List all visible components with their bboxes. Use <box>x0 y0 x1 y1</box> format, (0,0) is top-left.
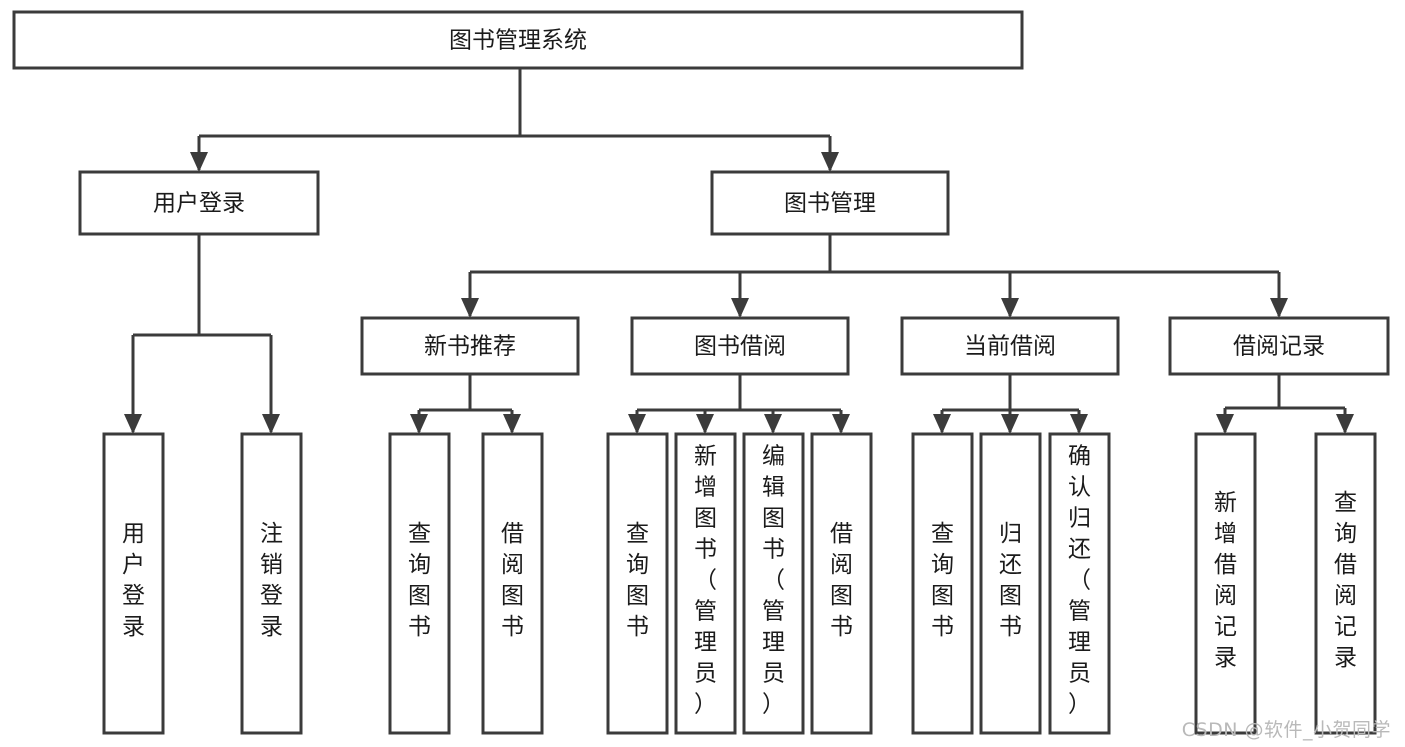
arrow-head-icon <box>731 298 749 318</box>
node-box-book-borrow[interactable] <box>630 316 850 376</box>
node-box-leaf-logout[interactable] <box>240 432 303 735</box>
connectors-layer <box>124 68 1354 434</box>
node-box-user-login[interactable] <box>78 170 320 236</box>
node-box-book-manage[interactable] <box>710 170 950 236</box>
node-box-leaf-add-book[interactable] <box>674 432 737 735</box>
leaf-node-leaf-borrow-book[interactable]: 借阅图书 <box>810 432 873 735</box>
arrow-head-icon <box>821 152 839 172</box>
node-label-current-borrow: 当前借阅 <box>964 334 1056 360</box>
level3-node-book-borrow[interactable]: 图书借阅 <box>630 316 850 376</box>
arrow-head-icon <box>1070 414 1088 434</box>
arrow-head-icon <box>628 414 646 434</box>
node-label-leaf-query-book-current: 查询图书 <box>931 521 954 640</box>
node-label-leaf-return-book: 归还图书 <box>999 521 1022 640</box>
leaf-node-leaf-query-book-borrow[interactable]: 查询图书 <box>606 432 669 735</box>
leaf-node-leaf-confirm-return[interactable]: 确认归还（管理员） <box>1048 432 1111 735</box>
node-box-leaf-query-book-borrow[interactable] <box>606 432 669 735</box>
leaf-node-leaf-edit-book[interactable]: 编辑图书（管理员） <box>742 432 805 735</box>
node-box-leaf-query-book-recommend[interactable] <box>388 432 451 735</box>
leaf-node-leaf-borrow-book-recommend[interactable]: 借阅图书 <box>481 432 544 735</box>
node-label-root: 图书管理系统 <box>449 28 587 54</box>
node-label-leaf-add-book: 新增图书（管理员） <box>694 444 717 718</box>
arrow-head-icon <box>461 298 479 318</box>
node-label-book-borrow: 图书借阅 <box>694 334 786 360</box>
arrow-head-icon <box>124 414 142 434</box>
node-box-borrow-record[interactable] <box>1168 316 1390 376</box>
node-label-leaf-query-borrow-record: 查询借阅记录 <box>1334 490 1357 671</box>
leaf-node-leaf-user-login[interactable]: 用户登录 <box>102 432 165 735</box>
arrow-head-icon <box>1336 414 1354 434</box>
arrow-head-icon <box>410 414 428 434</box>
level3-node-current-borrow[interactable]: 当前借阅 <box>900 316 1120 376</box>
leaf-node-leaf-add-book[interactable]: 新增图书（管理员） <box>674 432 737 735</box>
node-label-leaf-add-borrow-record: 新增借阅记录 <box>1214 490 1237 671</box>
node-box-leaf-edit-book[interactable] <box>742 432 805 735</box>
node-label-leaf-borrow-book: 借阅图书 <box>830 521 853 640</box>
leaf-node-leaf-return-book[interactable]: 归还图书 <box>979 432 1042 735</box>
leaf-node-leaf-add-borrow-record[interactable]: 新增借阅记录 <box>1194 432 1257 735</box>
leaf-node-leaf-logout[interactable]: 注销登录 <box>240 432 303 735</box>
node-box-leaf-user-login[interactable] <box>102 432 165 735</box>
node-label-leaf-confirm-return: 确认归还（管理员） <box>1068 444 1091 718</box>
node-label-leaf-query-book-recommend: 查询图书 <box>408 521 431 640</box>
node-label-leaf-query-book-borrow: 查询图书 <box>626 521 649 640</box>
level2-node-user-login[interactable]: 用户登录 <box>78 170 320 236</box>
node-label-book-manage: 图书管理 <box>784 191 876 217</box>
leaf-node-leaf-query-book-current[interactable]: 查询图书 <box>911 432 974 735</box>
arrow-head-icon <box>503 414 521 434</box>
nodes-layer: 图书管理系统用户登录图书管理新书推荐图书借阅当前借阅借阅记录用户登录注销登录查询… <box>12 10 1390 735</box>
root-node-root[interactable]: 图书管理系统 <box>12 10 1024 70</box>
node-label-borrow-record: 借阅记录 <box>1233 334 1325 360</box>
node-box-new-book-recommend[interactable] <box>360 316 580 376</box>
node-box-leaf-confirm-return[interactable] <box>1048 432 1111 735</box>
node-label-leaf-logout: 注销登录 <box>260 521 283 640</box>
arrow-head-icon <box>933 414 951 434</box>
node-label-leaf-borrow-book-recommend: 借阅图书 <box>501 521 524 640</box>
node-label-new-book-recommend: 新书推荐 <box>424 334 516 360</box>
arrow-head-icon <box>764 414 782 434</box>
leaf-node-leaf-query-borrow-record[interactable]: 查询借阅记录 <box>1314 432 1377 735</box>
leaf-node-leaf-query-book-recommend[interactable]: 查询图书 <box>388 432 451 735</box>
arrow-head-icon <box>190 152 208 172</box>
node-box-leaf-return-book[interactable] <box>979 432 1042 735</box>
level3-node-new-book-recommend[interactable]: 新书推荐 <box>360 316 580 376</box>
node-box-leaf-borrow-book[interactable] <box>810 432 873 735</box>
node-box-root[interactable] <box>12 10 1024 70</box>
arrow-head-icon <box>1270 298 1288 318</box>
arrow-head-icon <box>1001 414 1019 434</box>
node-label-leaf-edit-book: 编辑图书（管理员） <box>762 444 785 718</box>
arrow-head-icon <box>696 414 714 434</box>
node-box-leaf-add-borrow-record[interactable] <box>1194 432 1257 735</box>
node-label-user-login: 用户登录 <box>153 191 245 217</box>
arrow-head-icon <box>1216 414 1234 434</box>
node-box-leaf-query-borrow-record[interactable] <box>1314 432 1377 735</box>
level2-node-book-manage[interactable]: 图书管理 <box>710 170 950 236</box>
arrow-head-icon <box>262 414 280 434</box>
arrow-head-icon <box>832 414 850 434</box>
arrow-head-icon <box>1001 298 1019 318</box>
node-box-leaf-borrow-book-recommend[interactable] <box>481 432 544 735</box>
node-box-leaf-query-book-current[interactable] <box>911 432 974 735</box>
level3-node-borrow-record[interactable]: 借阅记录 <box>1168 316 1390 376</box>
node-box-current-borrow[interactable] <box>900 316 1120 376</box>
node-label-leaf-user-login: 用户登录 <box>122 521 145 640</box>
